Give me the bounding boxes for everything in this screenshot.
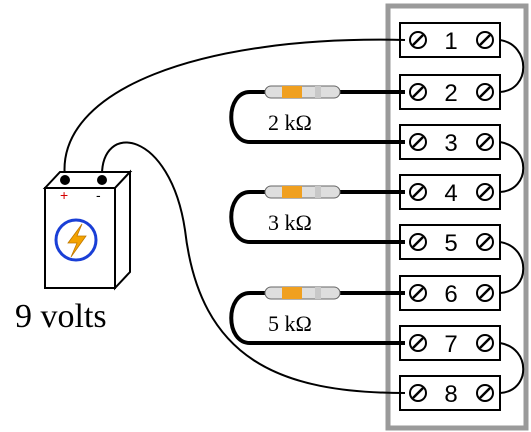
terminal-1: 1 xyxy=(399,22,501,58)
battery-side-face xyxy=(114,169,131,291)
terminal-5: 5 xyxy=(399,224,501,260)
terminal-number: 1 xyxy=(444,28,457,55)
jumper-3-4 xyxy=(499,141,525,193)
resistor-5k-band-2 xyxy=(292,287,302,299)
screw-slot xyxy=(479,236,491,248)
jumper-5-6 xyxy=(499,241,525,294)
resistor-2k-band-1 xyxy=(282,86,292,98)
resistor-5k xyxy=(229,286,405,345)
resistor-2k-label: 2 kΩ xyxy=(268,110,312,135)
screw-slot xyxy=(479,287,491,299)
battery-negative-post xyxy=(97,175,107,185)
screw-slot xyxy=(479,34,491,46)
screw-slot xyxy=(412,136,424,148)
terminal-number: 4 xyxy=(444,180,457,207)
resistor-5k-body xyxy=(264,286,341,300)
screw-slot xyxy=(412,186,424,198)
screw-slot xyxy=(412,287,424,299)
terminal-8: 8 xyxy=(399,375,501,411)
battery-negative-symbol: - xyxy=(96,187,101,203)
screw-slot xyxy=(479,337,491,349)
terminal-number: 6 xyxy=(444,281,457,308)
resistor-5k-label: 5 kΩ xyxy=(268,311,312,336)
resistor-2k-loop xyxy=(229,90,405,144)
terminal-4: 4 xyxy=(399,174,501,210)
wire-battery-negative-to-terminal-8 xyxy=(100,141,406,394)
terminal-2: 2 xyxy=(399,74,501,110)
terminal-number: 8 xyxy=(444,381,457,408)
screw-slot xyxy=(412,337,424,349)
battery-label: 9 volts xyxy=(15,298,107,335)
battery-positive-post xyxy=(60,175,70,185)
resistor-5k-band-3 xyxy=(315,287,321,299)
jumper-1-2 xyxy=(499,39,525,93)
terminal-strip-frame xyxy=(385,3,529,431)
terminal-number: 7 xyxy=(444,331,457,358)
wire-battery-positive-to-terminal-1 xyxy=(63,38,406,179)
battery-positive-symbol: + xyxy=(60,187,68,203)
terminal-number: 5 xyxy=(444,230,457,257)
jumper-7-8 xyxy=(499,342,525,394)
battery: + - xyxy=(42,169,133,291)
resistor-3k-loop xyxy=(229,190,405,244)
resistor-2k-band-2 xyxy=(292,86,302,98)
resistor-3k xyxy=(229,185,405,244)
screw-slot xyxy=(479,86,491,98)
screw-slot xyxy=(479,136,491,148)
screw-slot xyxy=(479,186,491,198)
resistor-3k-label: 3 kΩ xyxy=(268,210,312,235)
terminal-number: 2 xyxy=(444,80,457,107)
right-jumpers xyxy=(499,39,525,394)
resistor-2k-band-3 xyxy=(315,86,321,98)
resistor-2k xyxy=(229,85,405,144)
resistor-3k-band-2 xyxy=(292,186,302,198)
screw-slot xyxy=(412,34,424,46)
resistor-3k-band-3 xyxy=(315,186,321,198)
screw-slot xyxy=(412,86,424,98)
terminal-number: 3 xyxy=(444,130,457,157)
terminal-strip: 1 2 3 4 5 6 7 8 xyxy=(399,22,501,411)
lightning-bolt-icon xyxy=(67,223,87,258)
resistor-5k-band-1 xyxy=(282,287,292,299)
resistor-3k-body xyxy=(264,185,341,199)
terminal-6: 6 xyxy=(399,275,501,311)
resistor-2k-body xyxy=(264,85,341,99)
terminal-3: 3 xyxy=(399,124,501,160)
resistor-3k-band-1 xyxy=(282,186,292,198)
screw-slot xyxy=(479,387,491,399)
screw-slot xyxy=(412,236,424,248)
terminal-7: 7 xyxy=(399,325,501,361)
resistor-5k-loop xyxy=(229,291,405,345)
screw-slot xyxy=(412,387,424,399)
